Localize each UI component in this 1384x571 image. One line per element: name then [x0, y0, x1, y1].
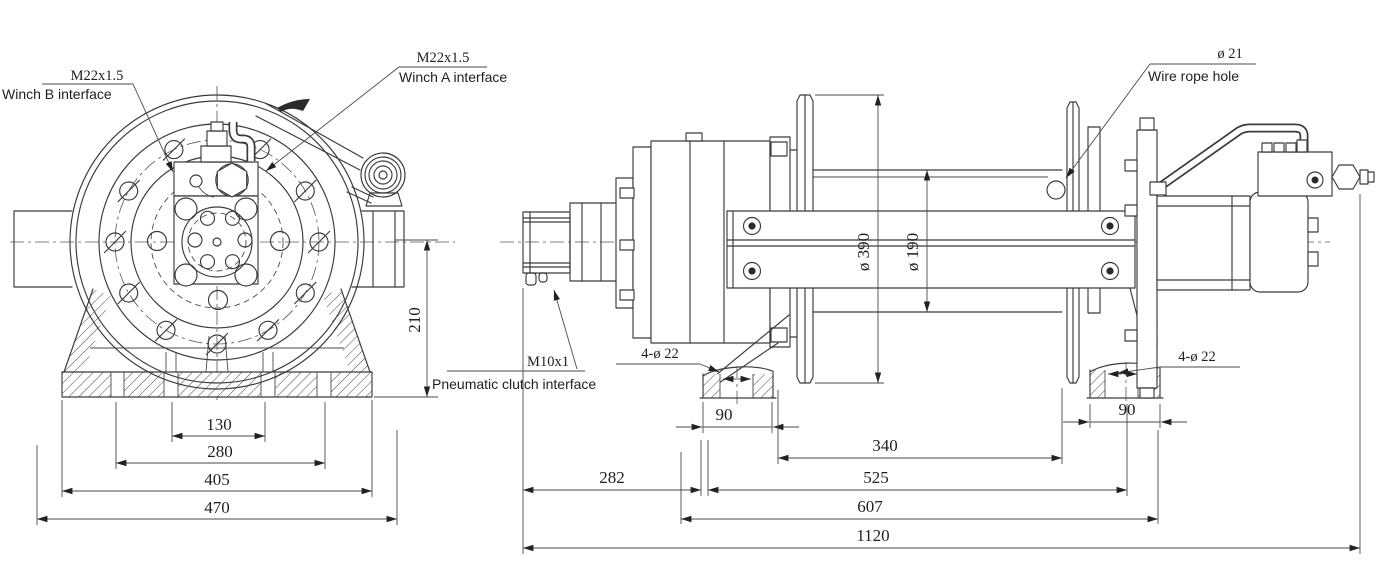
- leader-foot-holes-left: 4-ø 22: [616, 346, 720, 373]
- leader-winch-b: M22x1.5 Winch B interface: [2, 68, 174, 173]
- dim-label-1120: 1120: [856, 526, 889, 545]
- dim-label-470: 470: [204, 498, 230, 517]
- left-frame-bar: [13, 210, 73, 288]
- left-foot: [699, 314, 790, 404]
- top-piping: [200, 121, 256, 163]
- dim-label-280: 280: [207, 442, 233, 461]
- dim-label-130: 130: [206, 415, 232, 434]
- clutch-lever: [255, 99, 406, 207]
- dim-label-340: 340: [872, 436, 898, 455]
- front-view: [10, 86, 455, 404]
- foot-holes-right-label: 4-ø 22: [1178, 349, 1215, 365]
- wire-rope-hole: [1046, 180, 1066, 200]
- mounting-base: [61, 288, 373, 398]
- leader-wire-rope: ø 21 Wire rope hole: [1065, 46, 1256, 179]
- winch-b-label: Winch B interface: [2, 86, 112, 102]
- clutch-label: Pneumatic clutch interface: [432, 376, 596, 392]
- dim-label-flange-dia: ø 390: [854, 233, 873, 271]
- right-frame-bar: [351, 210, 405, 288]
- dim-label-607: 607: [857, 497, 883, 516]
- winch-b-thread: M22x1.5: [71, 68, 124, 84]
- wire-rope-label: Wire rope hole: [1148, 68, 1239, 84]
- clutch-housing: [615, 132, 798, 348]
- foot-holes-left-label: 4-ø 22: [641, 346, 678, 362]
- side-dimensions: ø 390 ø 190 90 90 340 282 525 607 1120 ø…: [432, 46, 1361, 554]
- flange-bolts: [103, 138, 331, 356]
- dim-label-90-right: 90: [1119, 400, 1136, 419]
- winch-a-label: Winch A interface: [399, 69, 507, 85]
- dim-label-90-left: 90: [716, 405, 733, 424]
- clutch-thread: M10x1: [527, 354, 569, 370]
- tie-bar-bolts: [742, 216, 1120, 281]
- winch-a-thread: M22x1.5: [417, 50, 470, 66]
- leader-foot-holes-right: 4-ø 22: [1117, 349, 1240, 375]
- front-dimensions: 130 280 405 470 210 M22x1.5 Winch B inte…: [2, 50, 507, 525]
- pneumatic-clutch-shaft: [522, 202, 618, 286]
- hydraulic-motor: [1124, 117, 1375, 399]
- tie-bar-frame: [726, 210, 1136, 289]
- wire-rope-dia: ø 21: [1217, 46, 1242, 62]
- dim-label-210: 210: [405, 307, 424, 333]
- leader-winch-a: M22x1.5 Winch A interface: [265, 50, 507, 172]
- dim-label-405: 405: [204, 470, 230, 489]
- hex-fitting: [1331, 164, 1361, 190]
- pipe-fitting: [1149, 181, 1167, 196]
- dim-label-525: 525: [863, 468, 889, 487]
- dim-label-282: 282: [599, 468, 625, 487]
- leader-pneumatic-clutch: M10x1 Pneumatic clutch interface: [432, 289, 596, 392]
- side-view: [500, 94, 1375, 404]
- hex-bolt: [216, 162, 248, 198]
- gearbox-plate: [173, 161, 259, 287]
- dim-label-drum-dia: ø 190: [903, 233, 922, 271]
